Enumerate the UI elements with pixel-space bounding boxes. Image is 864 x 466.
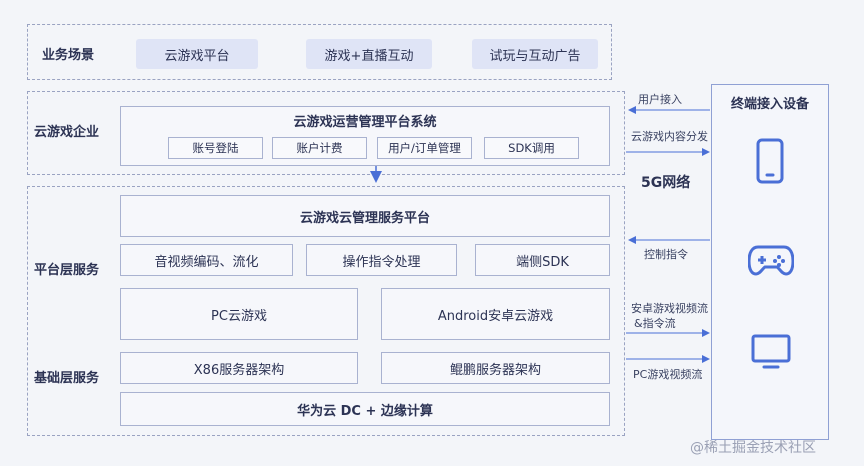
infra-kunpeng-arch: 鲲鹏服务器架构: [381, 352, 610, 384]
label-control-command: 控制指令: [644, 248, 688, 261]
label-user-access: 用户接入: [638, 93, 682, 106]
platform-layer-label: 平台层服务: [34, 263, 100, 278]
business-item-trial-ads: 试玩与互动广告: [472, 39, 598, 69]
infra-layer-label: 基础层服务: [34, 371, 100, 386]
enterprise-row: [27, 91, 625, 175]
phone-icon: [756, 138, 784, 188]
label-content-distribution: 云游戏内容分发: [631, 130, 708, 143]
monitor-icon: [751, 334, 791, 374]
gamepad-icon: [747, 243, 795, 281]
business-item-cloud-game-platform: 云游戏平台: [136, 39, 258, 69]
enterprise-platform-title: 云游戏运营管理平台系统: [293, 114, 437, 130]
label-android-stream-1: 安卓游戏视频流: [631, 302, 708, 315]
terminal-devices-box: [711, 84, 829, 440]
enterprise-item-sdk: SDK调用: [484, 137, 579, 159]
platform-item-sdk: 端侧SDK: [475, 244, 610, 276]
enterprise-item-login: 账号登陆: [168, 137, 263, 159]
platform-title-box: 云游戏云管理服务平台: [120, 195, 610, 237]
label-android-stream-2: &指令流: [634, 317, 676, 330]
label-5g-network: 5G网络: [641, 175, 691, 191]
terminal-devices-title: 终端接入设备: [730, 96, 809, 112]
label-pc-stream: PC游戏视频流: [633, 368, 703, 381]
business-scenario-row: [27, 24, 612, 80]
infra-x86-arch: X86服务器架构: [120, 352, 358, 384]
watermark: @稀土掘金技术社区: [690, 440, 816, 456]
platform-item-av-encoding: 音视频编码、流化: [120, 244, 293, 276]
infra-pc-cloud-game: PC云游戏: [120, 288, 358, 340]
enterprise-label: 云游戏企业: [34, 125, 100, 140]
enterprise-item-billing: 账户计费: [272, 137, 367, 159]
infra-cloud-edge: 华为云 DC + 边缘计算: [120, 392, 610, 426]
business-item-game-live: 游戏+直播互动: [306, 39, 432, 69]
enterprise-item-user-order: 用户/订单管理: [377, 137, 472, 159]
infra-android-cloud-game: Android安卓云游戏: [381, 288, 610, 340]
platform-infra-row: [27, 186, 625, 436]
platform-item-command: 操作指令处理: [306, 244, 457, 276]
business-scenario-label: 业务场景: [42, 48, 95, 63]
